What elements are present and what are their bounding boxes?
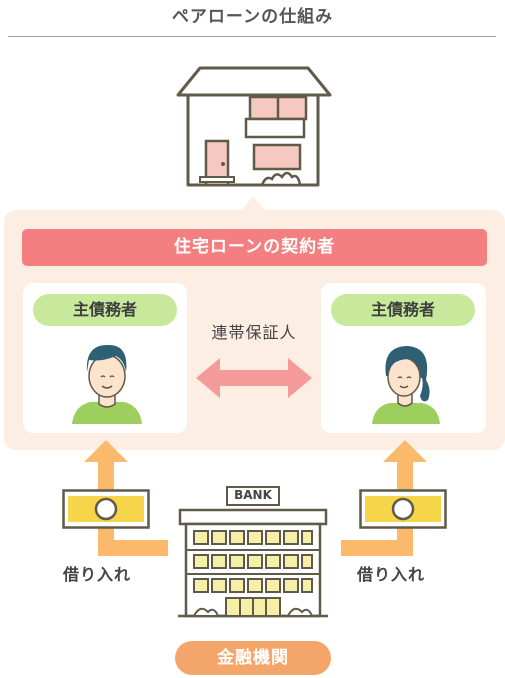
contractor-header: 住宅ローンの契約者 [22,229,487,266]
house-icon [176,66,332,187]
double-arrow-icon [196,358,312,398]
title-divider [8,36,496,37]
man-avatar-icon [72,344,142,424]
left-borrowing-label: 借り入れ [63,565,132,584]
panel-notch [240,196,266,212]
diagram-title: ペアローンの仕組み [171,7,334,27]
left-role-badge: 主債務者 [33,294,177,326]
guarantor-label: 連帯保証人 [211,323,297,342]
right-banknote-icon [359,489,447,529]
left-banknote-icon [62,489,150,529]
right-role-badge: 主債務者 [331,294,475,326]
woman-avatar-icon [372,346,440,424]
bank-sign: BANK [226,486,280,506]
right-borrowing-label: 借り入れ [357,565,426,584]
financial-institution-label: 金融機関 [175,641,331,675]
bank-building-icon [178,508,328,618]
